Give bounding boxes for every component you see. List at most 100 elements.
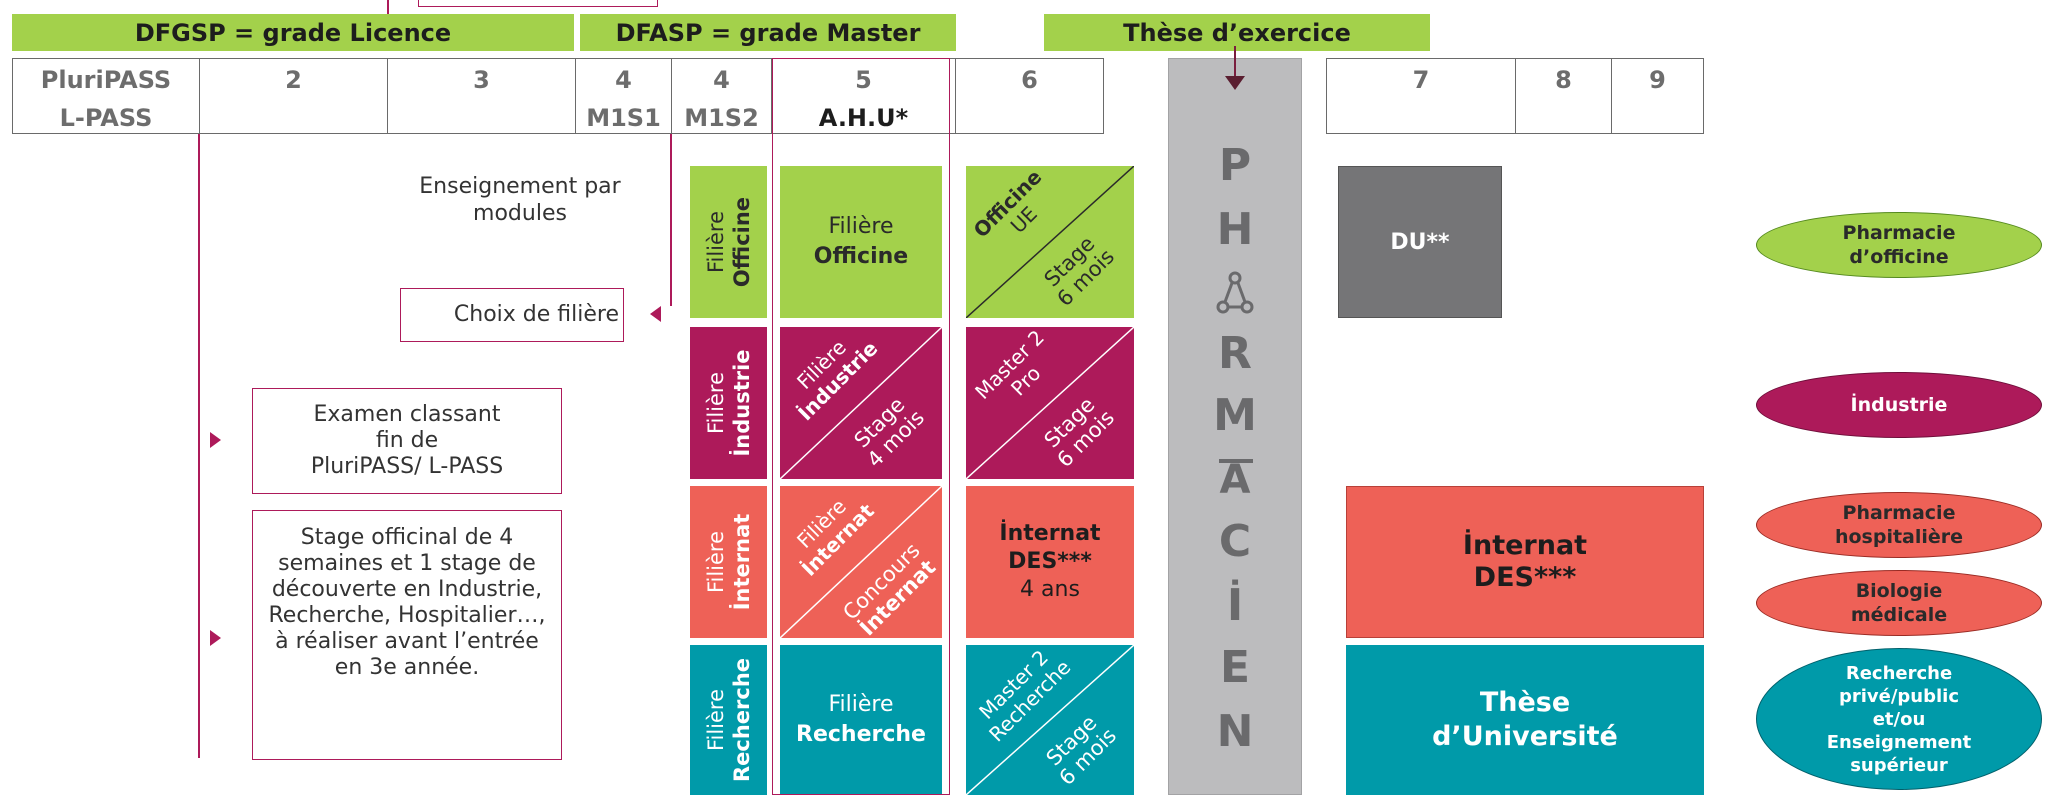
arrow-stage <box>210 630 221 646</box>
pharmacien-letter-10: N <box>1216 706 1254 757</box>
note-stage-line3: découverte en Industrie, <box>271 577 543 602</box>
year-7: 7 <box>1326 58 1516 134</box>
pharmacien-letter-7: C <box>1218 516 1252 567</box>
note-choix: Choix de filière <box>400 288 624 342</box>
outcome-hospitaliere-line1: Pharmacie <box>1842 502 1956 524</box>
y5-recherche-name: Recherche <box>796 722 926 747</box>
outcome-hospitaliere-line2: hospitalière <box>1834 526 1964 548</box>
pharmacien-letter-3 <box>1215 271 1255 315</box>
du-label: DU** <box>1390 229 1450 255</box>
year-1-line2: L-PASS <box>59 104 153 132</box>
outcome-biologie-line1: Biologie <box>1855 580 1943 602</box>
y5-recherche-prefix: Filière <box>828 692 894 717</box>
outcome-recherche-line1: Recherche <box>1845 662 1953 684</box>
outcome-officine-line2: d’officine <box>1849 246 1949 268</box>
a-symbol-icon <box>1216 271 1254 314</box>
timeline-line-left <box>198 134 200 758</box>
pharmacien-letter-1: P <box>1218 140 1252 191</box>
du-box: DU** <box>1338 166 1502 318</box>
these-universite-line2: d’Université <box>1432 721 1618 752</box>
header-these: Thèse d’exercice <box>1044 14 1430 51</box>
note-examen-line2: fin de <box>375 428 439 453</box>
outcome-officine-line1: Pharmacie <box>1842 222 1956 244</box>
outcome-recherche-line4: Enseignement <box>1826 731 1972 753</box>
filiere-officine-prefix: Filière <box>703 210 728 274</box>
filiere-recherche-prefix: Filière <box>703 688 728 752</box>
y5-officine: Filière Officine <box>780 166 942 318</box>
arrow-choix <box>650 306 661 322</box>
year-4a-line1: 4 <box>615 66 632 94</box>
note-stage-line4: Recherche, Hospitalier…, <box>268 603 546 628</box>
note-enseignement: Enseignement par modules <box>390 170 640 230</box>
year-2: 2 <box>200 58 388 134</box>
y6-internat-line3: 4 ans <box>1020 577 1080 602</box>
outcome-biologie-line2: médicale <box>1850 604 1948 626</box>
year-6-label: 6 <box>1021 66 1038 94</box>
note-stage-line6: en 3e année. <box>334 655 480 680</box>
year-1-line1: PluriPASS <box>40 66 172 94</box>
outcome-recherche-line3: et/ou <box>1872 708 1926 730</box>
pharmacien-letter-9: E <box>1219 642 1251 693</box>
filiere-officine-name: Officine <box>729 196 754 288</box>
top-partial-box <box>418 0 658 7</box>
filiere-recherche-name: Recherche <box>729 657 754 783</box>
note-examen-line1: Examen classant <box>313 402 501 427</box>
outcome-biologie: Biologie médicale <box>1756 570 2042 636</box>
year-6: 6 <box>956 58 1104 134</box>
diagonal-line <box>780 486 942 638</box>
year-4-m1s1: 4 M1S1 <box>576 58 672 134</box>
header-master: DFASP = grade Master <box>580 14 956 51</box>
filiere-internat-prefix: Filière <box>703 530 728 594</box>
outcome-hospitaliere: Pharmacie hospitalière <box>1756 492 2042 558</box>
y5-recherche: Filière Recherche <box>780 645 942 795</box>
filiere-industrie-name: İndustrie <box>729 349 754 457</box>
note-stage: Stage officinal de 4 semaines et 1 stage… <box>252 510 562 760</box>
y5-officine-name: Officine <box>813 244 909 269</box>
internat-des-line2: DES*** <box>1473 562 1577 593</box>
diagonal-line <box>966 166 1134 318</box>
note-stage-line1: Stage officinal de 4 <box>300 525 514 550</box>
note-stage-line5: à réaliser avant l’entrée <box>275 629 539 654</box>
note-examen-line3: PluriPASS/ L-PASS <box>310 454 504 479</box>
note-enseignement-text: Enseignement par modules <box>419 174 621 226</box>
year-5-line1: 5 <box>855 66 872 94</box>
header-licence: DFGSP = grade Licence <box>12 14 574 51</box>
pharmacien-letter-6: A <box>1219 457 1251 503</box>
filiere-internat-name: İnternat <box>729 513 754 611</box>
connector-line <box>387 0 389 14</box>
note-choix-text: Choix de filière <box>453 302 619 327</box>
outcome-recherche-line5: supérieur <box>1850 754 1948 776</box>
year-7-label: 7 <box>1412 66 1430 94</box>
year-3: 3 <box>388 58 576 134</box>
outcome-industrie: İndustrie <box>1756 372 2042 438</box>
year-5: 5 A.H.U* <box>772 58 956 134</box>
outcome-industrie-line1: İndustrie <box>1850 394 1948 416</box>
year-8: 8 <box>1516 58 1612 134</box>
outcome-recherche-line2: privé/public <box>1838 685 1960 707</box>
filiere-industrie-prefix: Filière <box>703 371 728 435</box>
year-4a-line2: M1S1 <box>586 104 661 132</box>
year-8-label: 8 <box>1555 66 1572 94</box>
year-4b-line1: 4 <box>713 66 730 94</box>
pharmacien-letter-2: H <box>1216 204 1254 255</box>
internat-des-box: İnternat DES*** <box>1346 486 1704 638</box>
y6-internat-line2: DES*** <box>1008 549 1092 574</box>
note-examen: Examen classant fin de PluriPASS/ L-PASS <box>252 388 562 494</box>
pharmacien-column: P H R M A C İ E N <box>1168 58 1302 795</box>
year-9-label: 9 <box>1649 66 1666 94</box>
these-universite-box: Thèse d’Université <box>1346 645 1704 795</box>
these-arrow-head-icon <box>1225 76 1245 90</box>
year-4b-line2: M1S2 <box>684 104 759 132</box>
year-3-label: 3 <box>473 66 490 94</box>
y5-officine-prefix: Filière <box>828 214 894 239</box>
y6-internat: İnternat DES*** 4 ans <box>966 486 1134 638</box>
these-universite-line1: Thèse <box>1479 687 1571 718</box>
pharmacien-letter-4: R <box>1218 328 1252 379</box>
these-arrow-line <box>1234 46 1236 82</box>
